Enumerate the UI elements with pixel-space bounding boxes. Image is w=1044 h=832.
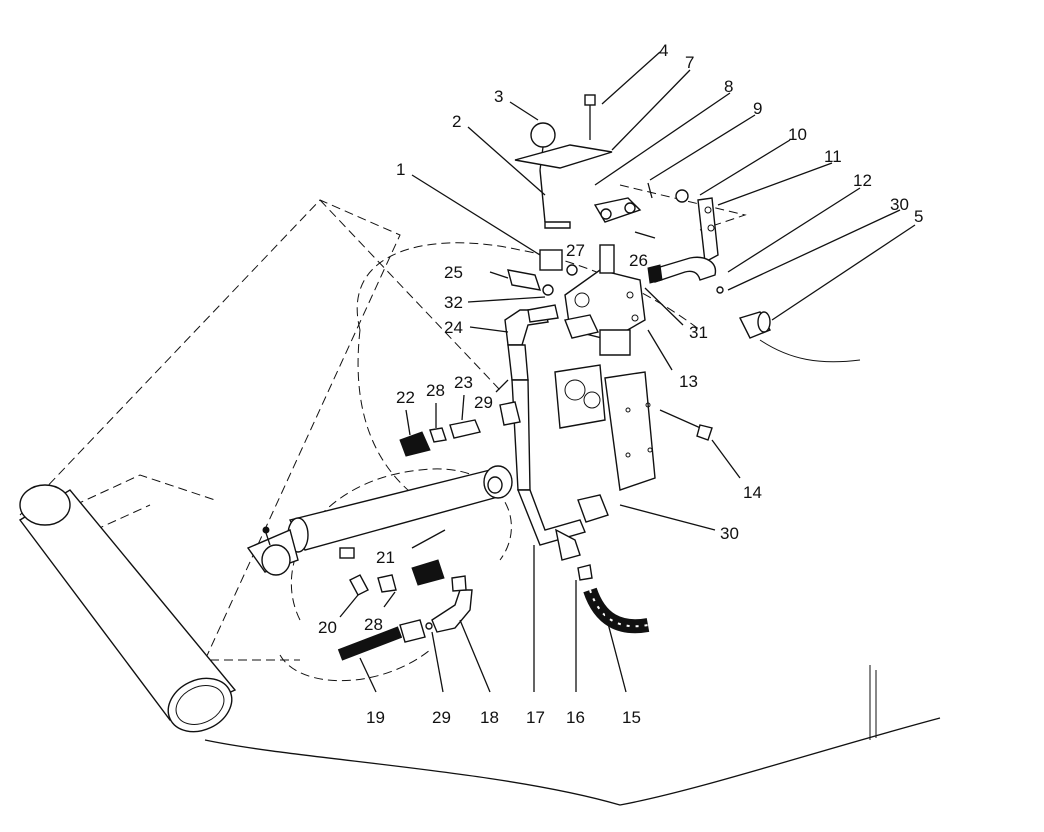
fitting-24 (504, 304, 559, 346)
callout-20: 20 (318, 618, 337, 637)
hose-19 (337, 619, 426, 661)
callout-5: 5 (914, 207, 923, 226)
o-ring-30-top (716, 286, 724, 294)
o-ring-29-lower (425, 622, 433, 630)
control-lever (514, 122, 613, 229)
callout-16: 16 (566, 708, 585, 727)
chassis-base (204, 665, 941, 806)
callout-31: 31 (689, 323, 708, 342)
nut-28-upper (429, 427, 447, 443)
callout-21: 21 (376, 548, 395, 567)
elbow-fitting-20 (349, 574, 369, 596)
callout-30-lower: 30 (720, 524, 739, 543)
callout-15: 15 (622, 708, 641, 727)
callout-29-lower: 29 (432, 708, 451, 727)
bracket-11 (675, 189, 719, 264)
callout-2: 2 (452, 112, 461, 131)
elbow-fitting-12 (647, 256, 717, 284)
clevis-bracket (593, 182, 747, 239)
callout-8: 8 (724, 77, 733, 96)
fitting-1 (539, 249, 578, 276)
bolt-4 (584, 94, 596, 140)
callout-26: 26 (629, 251, 648, 270)
callout-18: 18 (480, 708, 499, 727)
callout-7: 7 (685, 53, 694, 72)
nut-28-lower (377, 574, 397, 593)
callout-labels: 1 2 3 4 5 7 8 9 10 11 12 13 14 15 16 17 … (318, 41, 923, 727)
bolt-14 (659, 409, 713, 441)
callout-11: 11 (824, 147, 842, 166)
callout-14: 14 (743, 483, 762, 502)
cap-5 (739, 311, 771, 339)
mounting-bracket (554, 364, 656, 491)
frame-outline (19, 199, 861, 682)
fitting-25 (507, 269, 554, 296)
callout-23: 23 (454, 373, 473, 392)
callout-28-upper: 28 (426, 381, 445, 400)
callout-10: 10 (788, 125, 807, 144)
hydraulic-cylinder (246, 465, 513, 576)
leader-lines (339, 51, 916, 693)
callout-4: 4 (659, 41, 668, 60)
control-valve (564, 244, 646, 356)
callout-25: 25 (444, 263, 463, 282)
callout-3: 3 (494, 87, 503, 106)
callout-24: 24 (444, 318, 463, 337)
elbow-fitting-18 (431, 575, 473, 633)
callout-17: 17 (526, 708, 545, 727)
hose-15 (577, 564, 650, 634)
callout-12: 12 (853, 171, 872, 190)
hose-fitting-22 (399, 431, 431, 457)
callout-22: 22 (396, 388, 415, 407)
hose-fitting-lower (411, 559, 445, 586)
frame-tube (18, 484, 237, 733)
callout-27: 27 (566, 241, 585, 260)
callout-9: 9 (753, 99, 762, 118)
callout-29-upper: 29 (474, 393, 493, 412)
callout-13: 13 (679, 372, 698, 391)
fitting-29-upper (499, 401, 521, 426)
callout-32: 32 (444, 293, 463, 312)
fitting-23 (449, 419, 481, 439)
callout-30-upper: 30 (890, 195, 909, 214)
callout-1: 1 (396, 160, 405, 179)
callout-19: 19 (366, 708, 385, 727)
callout-28-lower: 28 (364, 615, 383, 634)
